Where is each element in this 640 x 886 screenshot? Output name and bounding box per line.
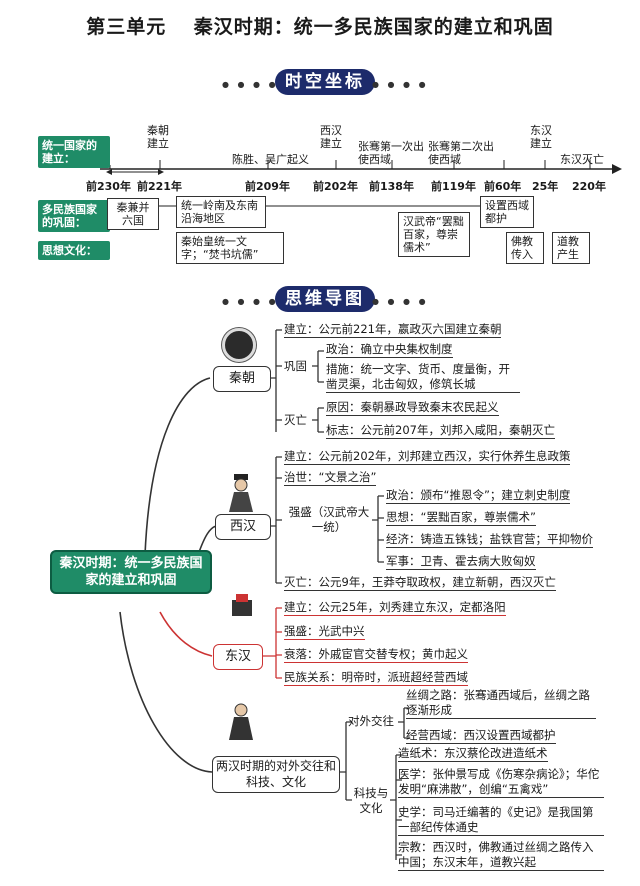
banner-dots-left: ● ● ● ●	[222, 297, 279, 306]
culture-western-regions: 经营西域：西汉设置西域都护	[406, 728, 556, 744]
event-chen-wu-uprising: 陈胜、吴广起义	[232, 153, 309, 166]
culture-foreign: 对外交往	[348, 714, 394, 728]
seal-icon	[226, 592, 258, 620]
timeline-title: 时空坐标	[275, 69, 375, 95]
row-label-culture: 思想文化：	[38, 241, 110, 260]
xihan-strong: 强盛（汉武帝大一统）	[288, 505, 370, 534]
donghan-build: 建立：公元25年，刘秀建立东汉，定都洛阳	[284, 600, 506, 616]
year-209bc: 前209年	[245, 180, 290, 193]
year-221bc: 前221年	[137, 180, 182, 193]
event-qin-founded: 秦朝建立	[147, 124, 169, 150]
event-zhangqian-second: 张骞第二次出使西域	[428, 140, 494, 166]
qin-fall-cause: 原因：秦朝暴政导致秦末农民起义	[326, 400, 499, 416]
year-220ad: 220年	[572, 180, 606, 193]
culture-medicine: 医学：张仲景写成《伤寒杂病论》；华佗发明“麻沸散”，创编“五禽戏”	[398, 767, 604, 798]
xihan-order: 治世：“文景之治”	[284, 470, 377, 486]
year-119bc: 前119年	[431, 180, 476, 193]
row-label-unification: 统一国家的建立：	[38, 136, 110, 168]
xihan-economy: 经济：铸造五铢钱；盐铁官营；平抑物价	[386, 532, 593, 548]
mindmap-title: 思维导图	[275, 286, 375, 312]
xihan-thought: 思想：“罢黜百家，尊崇儒术”	[386, 510, 536, 526]
banner-dots-left: ● ● ● ●	[222, 80, 279, 89]
node-xihan: 西汉	[215, 514, 271, 540]
event-zhangqian-first: 张骞第一次出使西域	[358, 140, 424, 166]
event-taoism: 道教产生	[552, 232, 590, 264]
donghan-strong: 强盛：光武中兴	[284, 624, 365, 640]
mindmap-banner: ● ● ● ● 思维导图 ● ● ● ●	[0, 283, 640, 317]
xihan-fall: 灭亡：公元9年，王莽夺取政权，建立新朝，西汉灭亡	[284, 575, 556, 591]
mindmap-root: 秦汉时期：统一多民族国家的建立和巩固	[50, 550, 212, 594]
year-25ad: 25年	[532, 180, 559, 193]
donghan-ethnic: 民族关系：明帝时，派班超经营西域	[284, 670, 468, 686]
xihan-build: 建立：公元前202年，刘邦建立西汉，实行休养生息政策	[284, 449, 571, 465]
qin-fall: 灭亡	[284, 413, 307, 427]
year-202bc: 前202年	[313, 180, 358, 193]
event-buddhism: 佛教传入	[506, 232, 544, 264]
xihan-politics: 政治：颁布“推恩令”；建立刺史制度	[386, 488, 571, 504]
scholar-portrait-icon	[226, 700, 256, 740]
year-138bc: 前138年	[369, 180, 414, 193]
year-230bc: 前230年	[86, 180, 131, 193]
node-qin: 秦朝	[213, 366, 271, 392]
event-lingnan-unification: 统一岭南及东南沿海地区	[176, 196, 266, 228]
event-donghan-fall: 东汉灭亡	[560, 153, 604, 166]
event-confucianism: 汉武帝“罢黜百家，尊崇儒术”	[398, 212, 470, 257]
row-label-consolidation: 多民族国家的巩固：	[38, 200, 110, 232]
event-unify-script: 秦始皇统一文字；“焚书坑儒”	[176, 232, 284, 264]
event-donghan-founded: 东汉建立	[530, 124, 552, 150]
event-qin-conquest: 秦兼并六国	[107, 198, 159, 230]
culture-paper: 造纸术：东汉蔡伦改进造纸术	[398, 746, 548, 762]
node-culture: 两汉时期的对外交往和科技、文化	[212, 756, 340, 793]
timeline-banner: ● ● ● ● 时空坐标 ● ● ● ●	[0, 66, 640, 100]
page-title: 第三单元 秦汉时期：统一多民族国家的建立和巩固	[86, 16, 554, 38]
qin-politics: 政治：确立中央集权制度	[326, 342, 453, 358]
qin-measures: 措施：统一文字、货币、度量衡，开凿灵渠，北击匈奴，修筑长城	[326, 362, 520, 393]
qin-coin-icon	[222, 328, 256, 362]
emperor-portrait-icon	[226, 472, 256, 512]
culture-religion: 宗教：西汉时，佛教通过丝绸之路传入中国；东汉末年，道教兴起	[398, 840, 604, 871]
culture-history: 史学：司马迁编著的《史记》是我国第一部纪传体通史	[398, 805, 604, 836]
year-60bc: 前60年	[484, 180, 522, 193]
event-western-protectorate: 设置西域都护	[480, 196, 534, 228]
xihan-military: 军事：卫青、霍去病大败匈奴	[386, 554, 536, 570]
qin-fall-sign: 标志：公元前207年，刘邦入咸阳，秦朝灭亡	[326, 423, 555, 439]
banner-dots-right: ● ● ● ●	[372, 80, 429, 89]
donghan-decline: 衰落：外戚宦官交替专权；黄巾起义	[284, 647, 468, 663]
culture-silk-road: 丝绸之路：张骞通西域后，丝绸之路逐渐形成	[406, 688, 596, 719]
banner-dots-right: ● ● ● ●	[372, 297, 429, 306]
node-donghan: 东汉	[213, 644, 263, 670]
qin-build: 建立：公元前221年，嬴政灭六国建立秦朝	[284, 322, 502, 338]
qin-consolidate: 巩固	[284, 359, 307, 373]
event-xihan-founded: 西汉建立	[320, 124, 342, 150]
culture-scitech: 科技与文化	[353, 786, 389, 815]
